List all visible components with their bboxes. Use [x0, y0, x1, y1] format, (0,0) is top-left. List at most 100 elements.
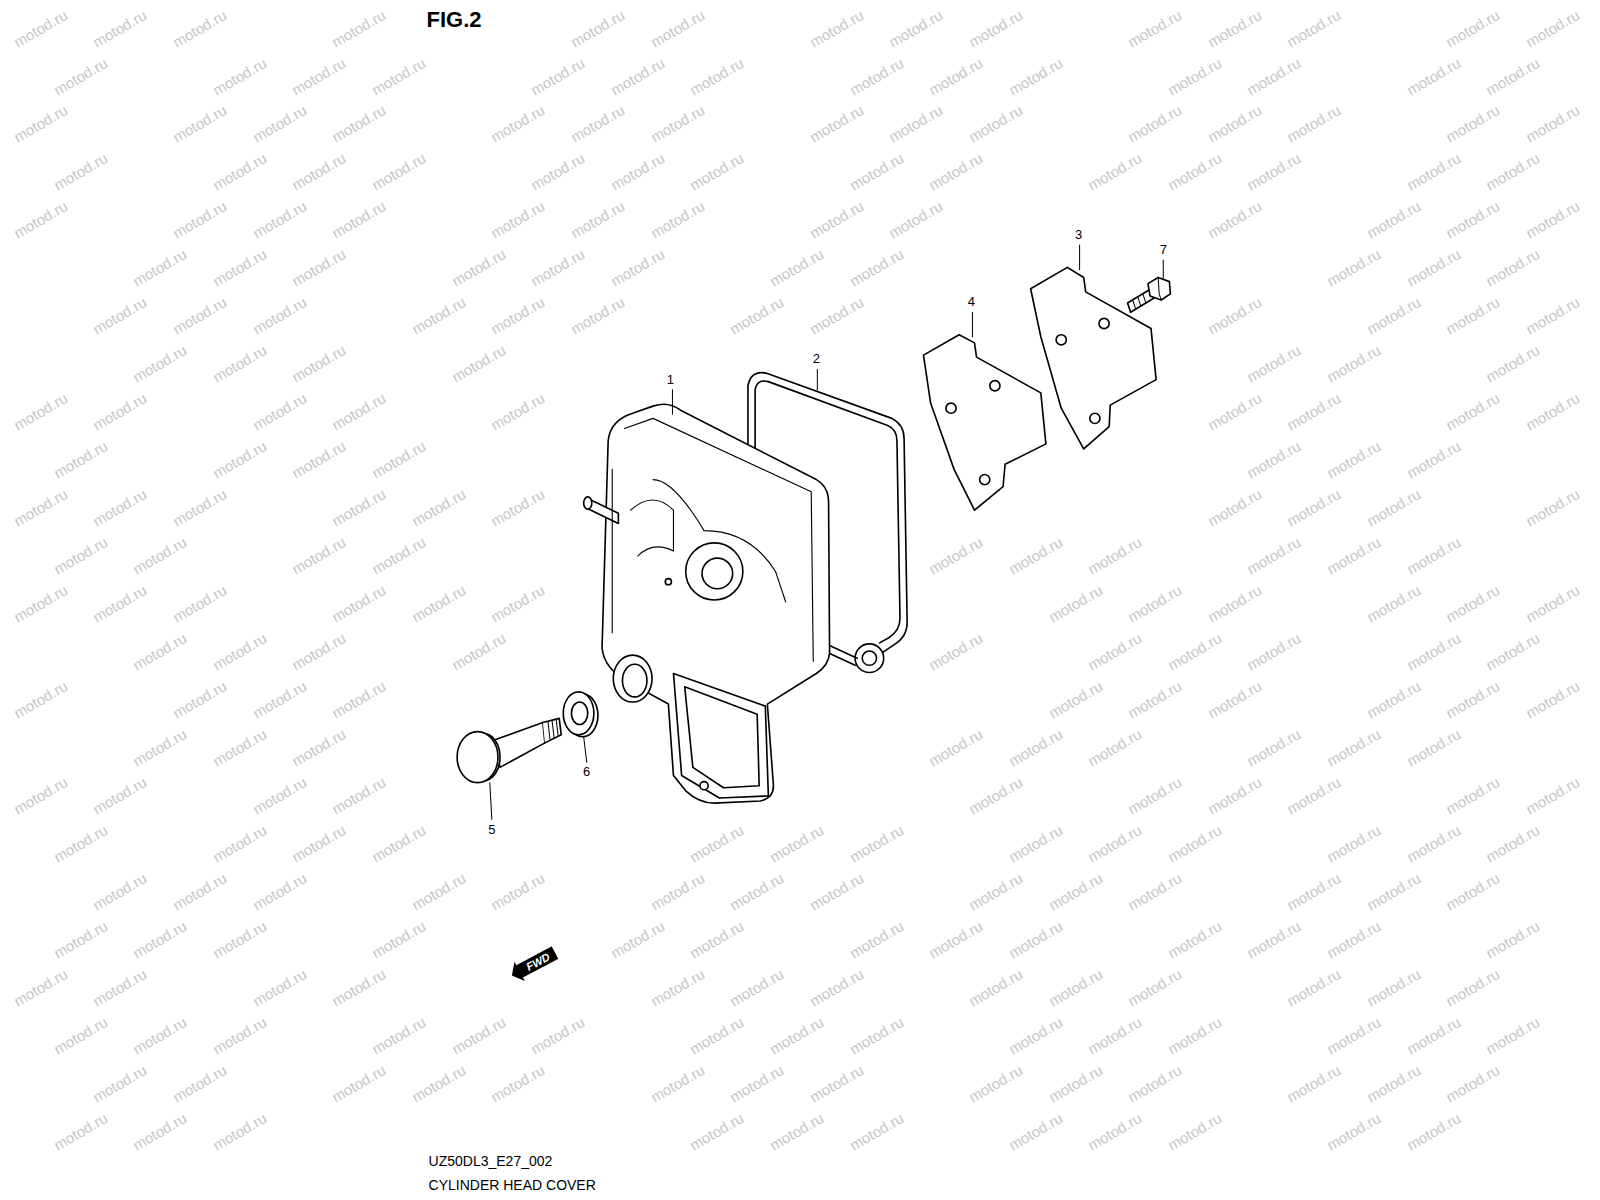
watermark: motod.ru [1006, 1014, 1066, 1058]
watermark: motod.ru [170, 1062, 230, 1106]
watermark: motod.ru [170, 486, 230, 530]
watermark: motod.ru [250, 774, 310, 818]
watermark: motod.ru [290, 246, 350, 290]
watermark: motod.ru [1483, 342, 1543, 386]
watermark: motod.ru [91, 582, 151, 626]
watermark: motod.ru [210, 630, 270, 674]
watermark: motod.ru [688, 822, 748, 866]
watermark: motod.ru [210, 438, 270, 482]
watermark: motod.ru [1285, 390, 1345, 434]
watermark: motod.ru [1125, 103, 1185, 147]
watermark: motod.ru [1483, 918, 1543, 962]
watermark: motod.ru [767, 1110, 827, 1154]
watermark: motod.ru [1006, 822, 1066, 866]
watermark: motod.ru [1324, 822, 1384, 866]
watermark: motod.ru [727, 1062, 787, 1106]
watermark: motod.ru [1444, 774, 1504, 818]
watermark: motod.ru [807, 294, 867, 338]
watermark: motod.ru [1324, 534, 1384, 578]
watermark: motod.ru [688, 55, 748, 99]
watermark: motod.ru [11, 678, 71, 722]
watermark: motod.ru [1086, 150, 1146, 194]
watermark: motod.ru [568, 198, 628, 242]
watermark: motod.ru [210, 150, 270, 194]
watermark: motod.ru [528, 246, 588, 290]
watermark: motod.ru [290, 630, 350, 674]
watermark: motod.ru [1364, 294, 1424, 338]
watermark: motod.ru [1364, 486, 1424, 530]
watermark: motod.ru [449, 630, 509, 674]
watermark: motod.ru [966, 1062, 1026, 1106]
watermark: motod.ru [1245, 55, 1305, 99]
watermark: motod.ru [1006, 534, 1066, 578]
watermark: motod.ru [807, 1062, 867, 1106]
watermark: motod.ru [1444, 966, 1504, 1010]
watermark: motod.ru [1364, 870, 1424, 914]
watermark: motod.ru [1006, 55, 1066, 99]
watermark: motod.ru [727, 294, 787, 338]
watermark: motod.ru [648, 1062, 708, 1106]
watermark: motod.ru [1523, 198, 1583, 242]
watermark: motod.ru [1404, 246, 1464, 290]
watermark: motod.ru [489, 870, 549, 914]
watermark: motod.ru [1324, 1110, 1384, 1154]
watermark: motod.ru [489, 198, 549, 242]
watermark: motod.ru [51, 1110, 111, 1154]
watermark: motod.ru [369, 438, 429, 482]
watermark: motod.ru [1125, 774, 1185, 818]
watermark: motod.ru [489, 1062, 549, 1106]
watermark: motod.ru [409, 1062, 469, 1106]
watermark: motod.ru [1205, 7, 1265, 51]
watermark: motod.ru [847, 55, 907, 99]
watermark: motod.ru [250, 294, 310, 338]
watermark: motod.ru [1205, 678, 1265, 722]
watermark: motod.ru [1404, 1014, 1464, 1058]
watermark: motod.ru [807, 198, 867, 242]
watermark: motod.ru [329, 1062, 389, 1106]
watermark: motod.ru [290, 726, 350, 770]
watermark: motod.ru [1205, 390, 1265, 434]
watermark: motod.ru [1444, 294, 1504, 338]
watermark: motod.ru [51, 438, 111, 482]
watermark: motod.ru [727, 966, 787, 1010]
watermark: motod.ru [170, 582, 230, 626]
watermark: motod.ru [1086, 1110, 1146, 1154]
arrow-label: FWD [506, 943, 560, 985]
watermark: motod.ru [1324, 918, 1384, 962]
watermark: motod.ru [329, 582, 389, 626]
watermark: motod.ru [91, 486, 151, 530]
watermark: motod.ru [489, 390, 549, 434]
watermark: motod.ru [1245, 438, 1305, 482]
watermark: motod.ru [568, 294, 628, 338]
watermark: motod.ru [648, 870, 708, 914]
watermark: motod.ru [91, 7, 151, 51]
watermark: motod.ru [847, 918, 907, 962]
watermark: motod.ru [91, 966, 151, 1010]
watermark: motod.ru [966, 7, 1026, 51]
watermark: motod.ru [130, 246, 190, 290]
watermark: motod.ru [1165, 918, 1225, 962]
watermark: motod.ru [250, 966, 310, 1010]
watermark: motod.ru [210, 342, 270, 386]
watermark: motod.ru [210, 1014, 270, 1058]
watermark: motod.ru [369, 822, 429, 866]
watermark: motod.ru [1444, 7, 1504, 51]
watermark: motod.ru [648, 966, 708, 1010]
watermark: motod.ru [1125, 582, 1185, 626]
callout-number: 6 [583, 765, 590, 779]
washer [563, 692, 598, 737]
watermark: motod.ru [250, 390, 310, 434]
leader-lines [490, 245, 1163, 819]
watermark: motod.ru [608, 55, 668, 99]
watermark: motod.ru [847, 1110, 907, 1154]
watermark: motod.ru [1523, 294, 1583, 338]
watermark: motod.ru [1006, 918, 1066, 962]
watermark: motod.ru [926, 630, 986, 674]
watermark: motod.ru [369, 55, 429, 99]
callout-number: 7 [1160, 243, 1167, 257]
watermark: motod.ru [1205, 294, 1265, 338]
watermark: motod.ru [91, 1062, 151, 1106]
bolt [1128, 278, 1171, 313]
watermark: motod.ru [608, 246, 668, 290]
watermark: motod.ru [1324, 342, 1384, 386]
